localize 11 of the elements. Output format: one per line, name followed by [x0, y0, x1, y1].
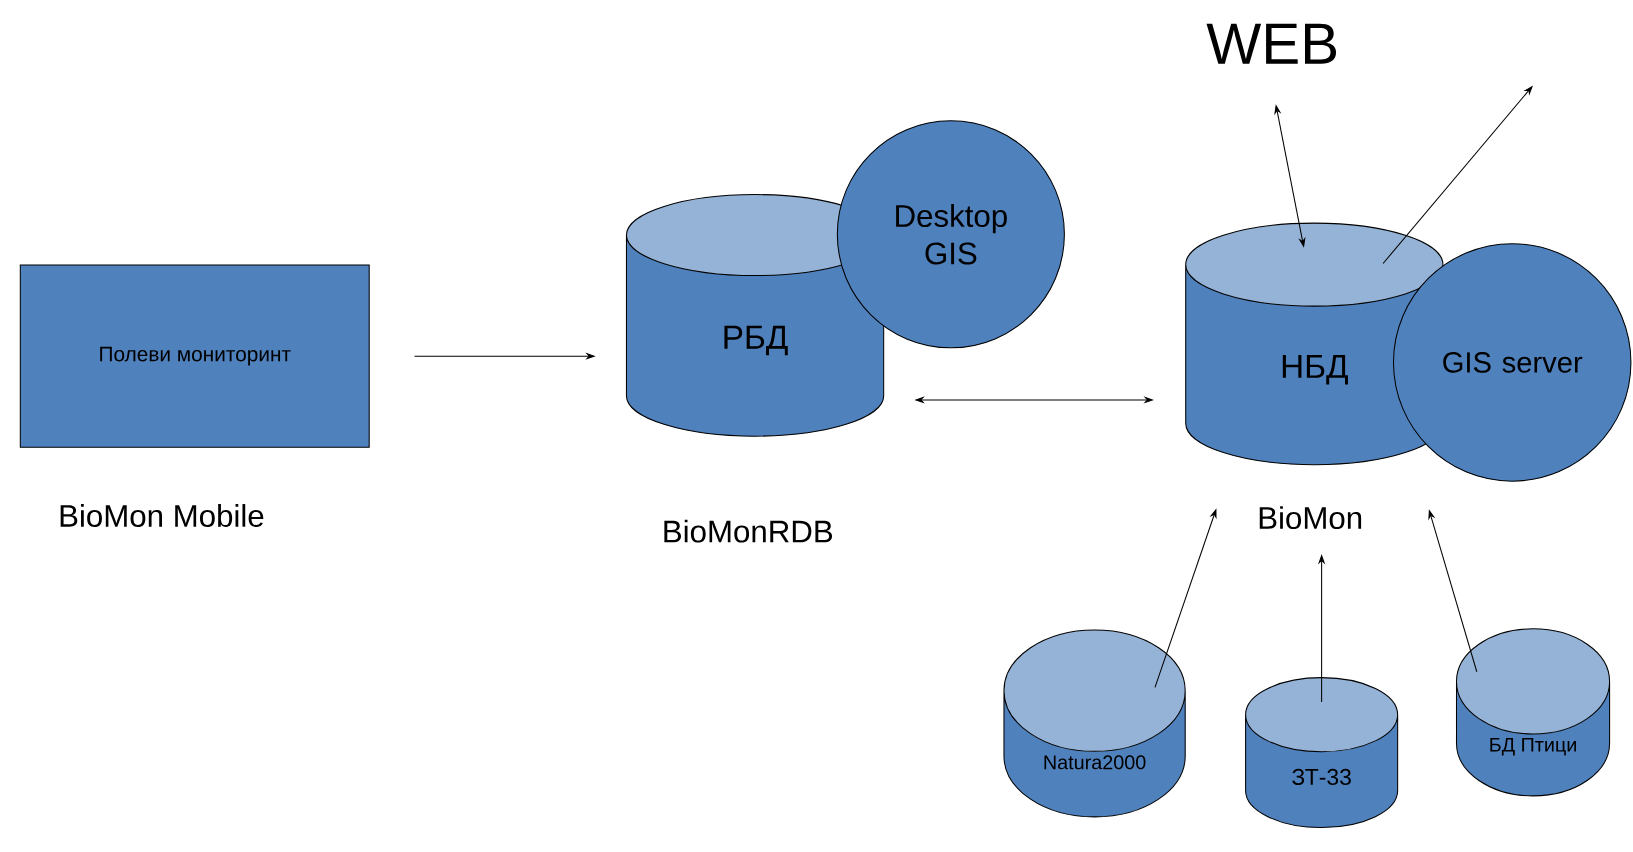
database-cylinder: ЗТ-33 — [1245, 677, 1399, 829]
caption-label: BioMon — [1259, 506, 1362, 530]
node-label: НБД — [1282, 354, 1348, 385]
node-label: РБД — [724, 325, 788, 356]
database-cylinder: БД Птици — [1455, 628, 1611, 797]
database-cylinder: Natura2000 — [1003, 629, 1186, 818]
process-box: Полеви мониторинт — [19, 264, 370, 448]
caption-label: BioMonRDB — [664, 519, 833, 543]
database-cylinder: РБД — [625, 194, 885, 437]
caption-label: BioMon Mobile — [60, 504, 264, 528]
text-label: WEB — [1206, 23, 1337, 64]
